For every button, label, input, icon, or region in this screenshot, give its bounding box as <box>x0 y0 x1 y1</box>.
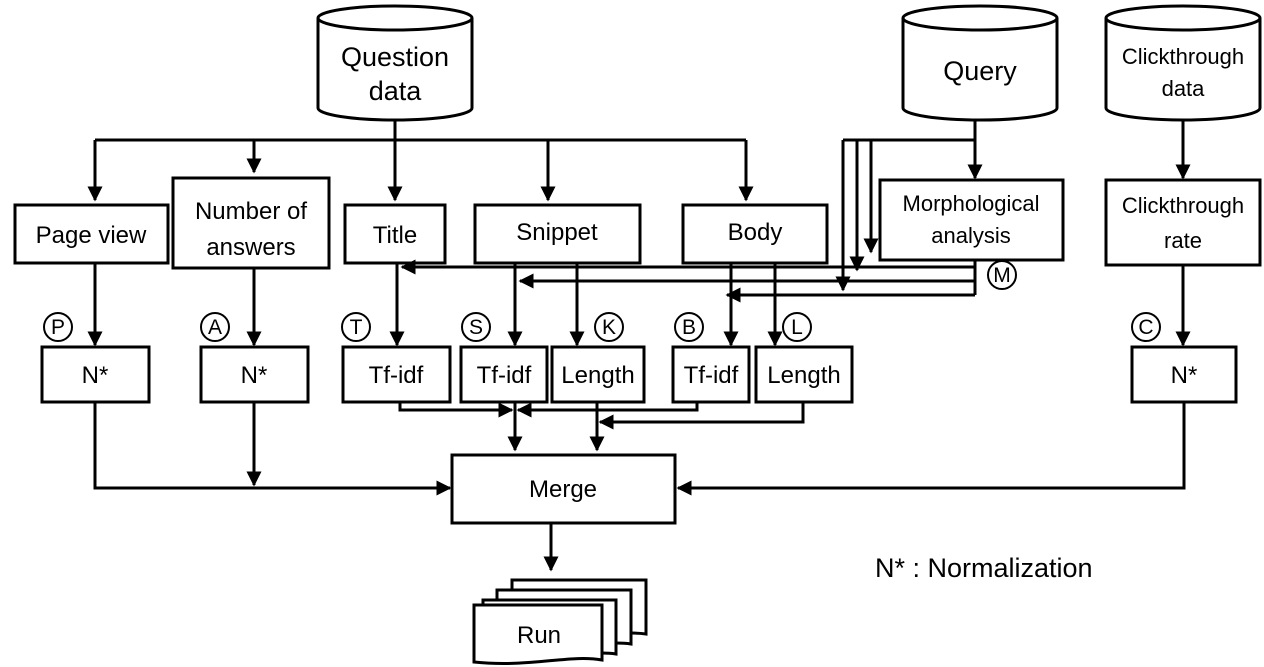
number-of-answers-box: Number of answers <box>171 176 331 270</box>
clickthrough-rate-label-line1: Clickthrough <box>1122 193 1244 218</box>
morphological-analysis-label-line2: analysis <box>931 223 1010 248</box>
page-view-box: Page view <box>13 203 170 265</box>
tfidf-snippet-box: Tf-idf <box>459 345 549 404</box>
number-of-answers-label-line1: Number of <box>195 198 307 225</box>
normalization-c-label: N* <box>1171 362 1198 389</box>
marker-s: S <box>461 312 491 342</box>
svg-text:K: K <box>602 316 616 339</box>
length-snippet-box: Length <box>550 345 646 404</box>
length-snippet-label: Length <box>561 362 634 389</box>
query-label: Query <box>943 56 1017 86</box>
clickthrough-data-label-line1: Clickthrough <box>1122 44 1244 69</box>
morphological-analysis-label-line1: Morphological <box>903 191 1040 216</box>
tfidf-title-label: Tf-idf <box>369 362 424 389</box>
question-data-cylinder: Question data <box>316 4 474 122</box>
tfidf-snippet-label: Tf-idf <box>477 362 532 389</box>
marker-l: L <box>782 312 812 342</box>
title-box: Title <box>343 203 447 265</box>
run-label: Run <box>517 622 561 649</box>
merge-box: Merge <box>450 453 677 525</box>
svg-text:A: A <box>208 316 222 339</box>
marker-c: C <box>1131 312 1161 342</box>
svg-text:L: L <box>791 316 803 339</box>
merge-connectors <box>93 402 1186 496</box>
tfidf-body-label: Tf-idf <box>684 362 739 389</box>
tfidf-title-box: Tf-idf <box>341 345 452 404</box>
marker-m: M <box>987 260 1017 290</box>
clickthrough-data-cylinder: Clickthrough data <box>1104 4 1262 122</box>
normalization-a-label: N* <box>241 362 268 389</box>
question-data-label-line1: Question <box>341 42 449 72</box>
normalization-c-box: N* <box>1130 345 1238 404</box>
clickthrough-data-label-line2: data <box>1162 76 1206 101</box>
page-view-label: Page view <box>36 222 147 249</box>
question-data-label-line2: data <box>369 76 423 106</box>
query-connectors <box>835 120 983 292</box>
length-body-box: Length <box>754 345 854 404</box>
length-body-label: Length <box>767 362 840 389</box>
merge-label: Merge <box>529 476 597 503</box>
clickthrough-rate-label-line2: rate <box>1164 228 1202 253</box>
body-box: Body <box>681 203 829 265</box>
normalization-p-label: N* <box>82 362 109 389</box>
question-data-connectors <box>87 120 754 202</box>
clickthrough-rate-box: Clickthrough rate <box>1104 178 1262 267</box>
query-cylinder: Query <box>901 4 1059 122</box>
tfidf-body-box: Tf-idf <box>671 345 751 404</box>
normalization-legend: N* : Normalization <box>875 553 1093 583</box>
marker-a: A <box>200 312 230 342</box>
snippet-label: Snippet <box>516 219 598 246</box>
marker-t: T <box>341 312 371 342</box>
marker-k: K <box>594 312 624 342</box>
normalization-p-box: N* <box>40 345 151 404</box>
run-documents: Run <box>472 578 648 666</box>
marker-b: B <box>674 312 704 342</box>
svg-text:S: S <box>469 316 483 339</box>
normalization-a-box: N* <box>199 345 310 404</box>
morphological-analysis-box: Morphological analysis <box>878 178 1065 262</box>
svg-text:T: T <box>350 316 363 339</box>
body-label: Body <box>728 219 783 246</box>
svg-text:M: M <box>993 264 1011 287</box>
title-label: Title <box>373 222 417 249</box>
svg-text:C: C <box>1138 316 1153 339</box>
marker-p: P <box>43 312 73 342</box>
svg-text:P: P <box>51 316 65 339</box>
svg-text:B: B <box>682 316 696 339</box>
morph-output-connectors <box>400 259 977 303</box>
field-feature-connectors <box>87 263 783 347</box>
number-of-answers-label-line2: answers <box>206 234 295 261</box>
snippet-box: Snippet <box>473 203 642 265</box>
